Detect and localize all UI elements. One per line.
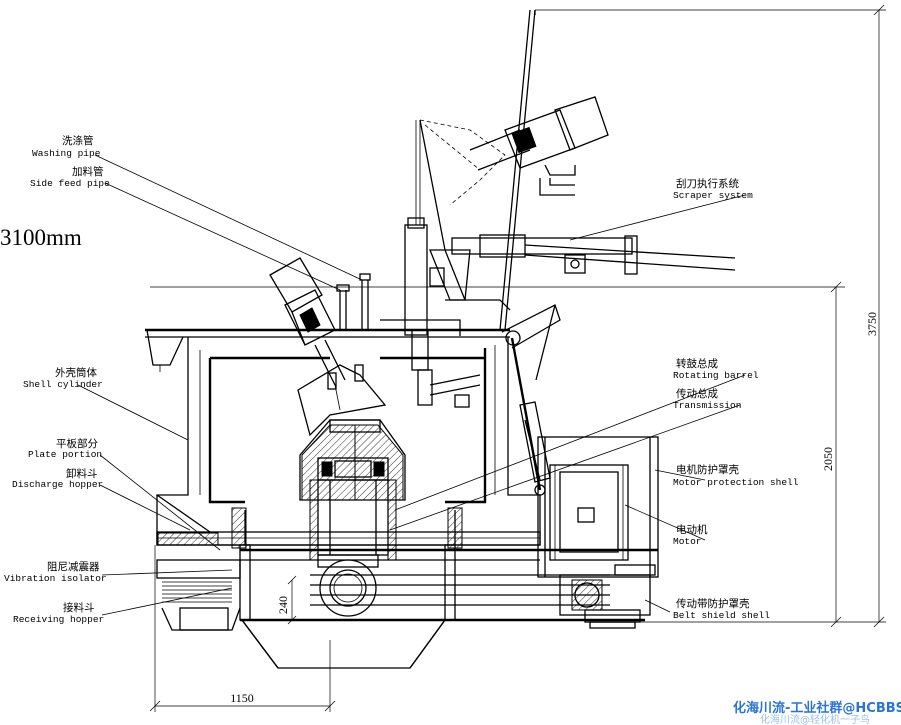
washing-pipe	[359, 273, 371, 330]
central-column	[380, 119, 511, 408]
transmission-cn: 传动总成	[676, 387, 718, 400]
receiving-hopper-en: Receiving hopper	[13, 614, 104, 625]
washing-pipe-cn: 洗涤管	[62, 134, 94, 147]
transmission-en: Transmission	[673, 400, 741, 411]
discharge-hopper-en: Discharge hopper	[12, 479, 103, 490]
leader-lines	[77, 154, 746, 616]
plate-portion-en: Plate portion	[28, 449, 102, 460]
side-feed-pipe	[336, 284, 350, 330]
hydraulic-cylinder	[501, 304, 561, 496]
scraper-system-cn: 刮刀执行系统	[676, 177, 739, 190]
rotating-barrel-cn: 转鼓总成	[676, 357, 718, 370]
watermark-sub: 化海川流@轻化机一子鸟	[760, 713, 870, 725]
motor-cn: 电动机	[676, 523, 708, 536]
belt-shield-shell-en: Belt shield shell	[673, 610, 770, 621]
side-feed-pipe-en: Side feed pipe	[30, 178, 110, 189]
scraper-system-en: Scraper system	[673, 190, 753, 201]
discharge-hopper-cn: 卸料斗	[66, 467, 98, 480]
belt-shield-shell	[559, 564, 656, 616]
rotating-barrel-en: Rotating barrel	[673, 370, 759, 381]
shell-cylinder	[145, 328, 541, 546]
isolator-springs	[162, 581, 232, 603]
vibration-isolator-en: Vibration isolator	[4, 573, 107, 584]
receiving-hopper-cn: 接料斗	[63, 601, 95, 614]
shell-cylinder-cn: 外壳筒体	[55, 366, 97, 379]
feed-motor	[269, 257, 387, 437]
dim-width-bottom: 1150	[230, 691, 254, 705]
motor	[549, 464, 629, 561]
title-dimension: 3100mm	[0, 225, 82, 250]
watermark-main: 化海川流-工业社群@HCBBS	[733, 700, 901, 716]
dim-height-mid: 2050	[821, 447, 835, 471]
vibration-isolator-cn: 阻尼减震器	[47, 561, 100, 573]
dim-offset-small: 240	[276, 596, 290, 614]
dim-height-total: 3750	[865, 312, 879, 336]
motor-protection-shell-cn: 电机防护罩壳	[676, 463, 739, 476]
shell-cylinder-en: Shell cylinder	[23, 379, 103, 390]
side-feed-pipe-cn: 加料管	[72, 165, 104, 178]
rotating-barrel-hub	[299, 419, 406, 617]
motor-protection-shell	[537, 436, 659, 578]
motor-protection-shell-en: Motor protection shell	[673, 477, 799, 488]
scraper-system	[451, 9, 736, 331]
plate-portion-cn: 平板部分	[56, 437, 98, 450]
belt-shield-shell-cn: 传动带防护罩壳	[676, 597, 750, 610]
washing-pipe-en: Washing pipe	[32, 148, 101, 159]
motor-en: Motor	[673, 536, 702, 547]
